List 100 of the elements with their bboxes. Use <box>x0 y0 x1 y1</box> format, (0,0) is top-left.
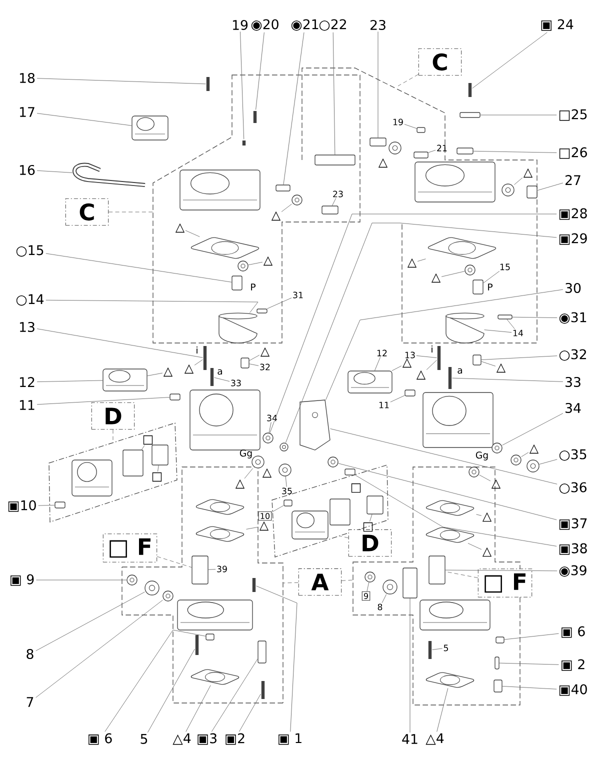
callout-number: 5 <box>444 644 448 652</box>
callout-number: □25 <box>559 109 587 121</box>
leader-line <box>432 648 443 650</box>
part-drawing <box>370 138 386 146</box>
pin-drawing <box>468 83 472 97</box>
callout-number: ○15 <box>16 245 44 257</box>
leader-line <box>147 648 195 733</box>
callout-number: ◉31 <box>559 312 586 324</box>
callout-number: ◉20 <box>251 19 278 31</box>
symbol-mark: △ <box>496 363 506 373</box>
leader-line <box>537 182 564 191</box>
carburetor-part-drawing <box>292 510 328 540</box>
part-drawing <box>402 568 418 598</box>
callout-number: ○22 <box>319 19 346 31</box>
carburetor-part-drawing <box>132 116 168 140</box>
float-drawing <box>446 312 484 344</box>
symbol-mark: △ <box>523 168 533 178</box>
carburetor-part-drawing <box>422 392 494 448</box>
callout-number: 12 <box>20 377 34 387</box>
leader-line <box>208 569 216 570</box>
symbol-mark: □ <box>363 522 373 532</box>
leader-line <box>36 328 203 358</box>
leader-line <box>512 316 558 318</box>
plate-drawing <box>300 400 330 450</box>
callout-number: ▣10 <box>8 500 36 512</box>
washer-drawing <box>382 580 398 594</box>
symbol-mark: △ <box>482 512 492 522</box>
part-drawing <box>122 450 144 476</box>
leader-line <box>36 113 132 126</box>
callout-number: 8 <box>378 604 382 610</box>
part-drawing <box>344 468 356 476</box>
part-drawing <box>152 444 168 466</box>
washer-drawing <box>278 464 292 476</box>
part-drawing <box>496 636 504 644</box>
pin-drawing <box>437 346 441 370</box>
leader-line <box>506 319 515 330</box>
leader-line <box>473 150 557 153</box>
pin-drawing <box>195 635 199 655</box>
group-letter-box: □ F <box>102 534 158 562</box>
leader-line <box>484 330 512 333</box>
part-drawing <box>416 127 426 133</box>
part-letter: P <box>251 284 256 290</box>
callout-number: 31 <box>293 292 303 298</box>
leader-line <box>332 32 336 155</box>
leader-line <box>479 474 491 482</box>
leader-line <box>398 74 419 86</box>
leader-line <box>36 592 145 652</box>
gasket-drawing <box>196 526 244 542</box>
leader-line <box>36 78 206 84</box>
leader-line <box>416 355 437 358</box>
leader-line <box>417 258 426 262</box>
leader-line <box>499 662 559 665</box>
callout-number: ▣3 <box>198 733 216 745</box>
washer-drawing <box>464 264 476 276</box>
pin-drawing <box>206 77 210 91</box>
group-letter-box: D <box>91 402 135 430</box>
washer-drawing <box>492 442 502 454</box>
part-letter: Gg <box>476 452 488 460</box>
leader-line <box>147 372 163 376</box>
callout-number: ▣2 <box>226 733 244 745</box>
callout-number: ▣ 6 <box>88 733 112 745</box>
symbol-mark: □ <box>143 435 153 445</box>
part-letter: a <box>218 369 222 375</box>
callout-number: 33 <box>566 376 580 388</box>
washer-drawing <box>126 574 138 586</box>
callout-number: ▣ 2 <box>562 659 584 671</box>
symbol-mark: △ <box>402 358 412 368</box>
callout-number: 12 <box>377 350 387 356</box>
part-drawing <box>456 148 474 154</box>
symbol-mark: △ <box>431 273 441 283</box>
leader-line <box>445 570 558 572</box>
callout-number: ▣37 <box>559 518 587 530</box>
callout-number: ○32 <box>559 349 586 361</box>
callout-number: 11 <box>20 400 34 410</box>
washer-drawing <box>502 184 514 196</box>
part-drawing <box>232 276 242 290</box>
leader-line <box>436 688 448 732</box>
part-drawing <box>472 280 484 294</box>
symbol-mark: □ <box>351 483 361 493</box>
leader-line <box>256 586 298 732</box>
pin-drawing <box>428 641 432 659</box>
leader-line <box>338 463 557 520</box>
part-drawing <box>322 206 338 214</box>
washer-drawing <box>364 572 376 582</box>
part-drawing <box>54 502 66 508</box>
part-drawing <box>526 186 538 198</box>
leader-line <box>46 253 232 282</box>
leader-line <box>340 536 349 538</box>
leader-line <box>502 413 564 446</box>
leader-line <box>211 658 258 732</box>
callout-number: ○14 <box>16 294 44 306</box>
callout-number: 17 <box>20 107 34 117</box>
symbol-mark: △ <box>235 479 245 489</box>
washer-drawing <box>238 260 248 272</box>
symbol-mark: △ <box>184 364 194 374</box>
part-drawing <box>460 112 480 118</box>
leader-line <box>38 504 55 506</box>
gasket-drawing <box>196 499 244 515</box>
leader-line <box>285 476 287 488</box>
leader-line <box>186 685 211 732</box>
